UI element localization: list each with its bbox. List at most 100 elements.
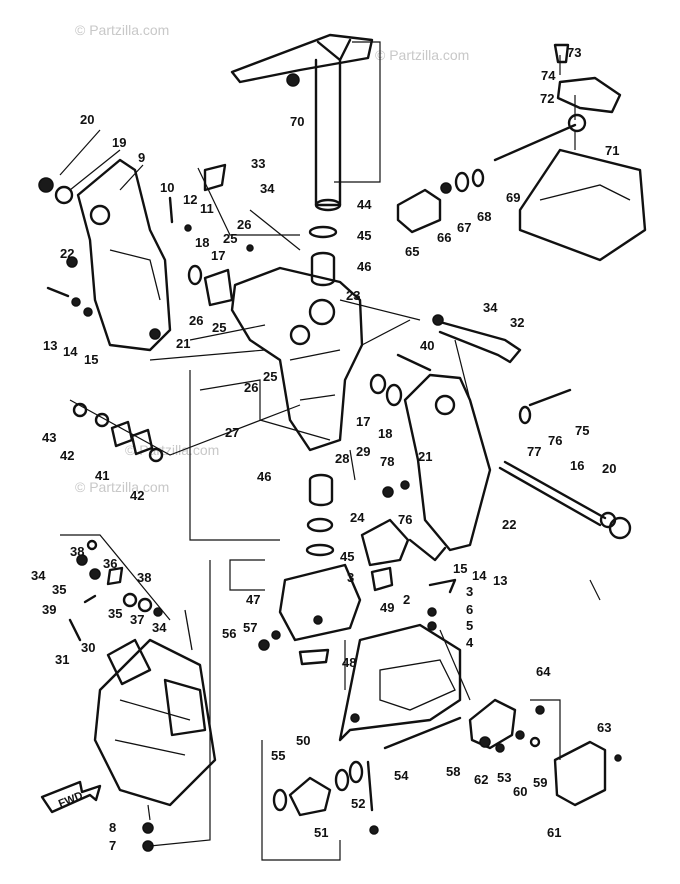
callout-71: 71 bbox=[605, 143, 619, 158]
callout-38b: 38 bbox=[137, 570, 151, 585]
watermark-1: © Partzilla.com bbox=[75, 22, 169, 38]
callout-18: 18 bbox=[195, 235, 209, 250]
callout-66: 66 bbox=[437, 230, 451, 245]
callout-30: 30 bbox=[81, 640, 95, 655]
callout-45: 45 bbox=[357, 228, 371, 243]
callout-11: 11 bbox=[200, 201, 214, 216]
callout-48: 48 bbox=[342, 655, 356, 670]
callout-14: 14 bbox=[63, 344, 78, 359]
swivel-bracket bbox=[230, 266, 364, 452]
callout-22b: 22 bbox=[502, 517, 516, 532]
callout-45b: 45 bbox=[340, 549, 354, 564]
callout-72: 72 bbox=[540, 91, 554, 106]
callout-20: 20 bbox=[80, 112, 94, 127]
trim-small-parts bbox=[68, 539, 163, 642]
callout-46b: 46 bbox=[257, 469, 271, 484]
callout-3b: 3 bbox=[466, 584, 473, 599]
callout-51: 51 bbox=[314, 825, 328, 840]
callout-25: 25 bbox=[223, 231, 237, 246]
callout-22: 22 bbox=[60, 246, 74, 261]
callout-58: 58 bbox=[446, 764, 460, 779]
callout-69: 69 bbox=[506, 190, 520, 205]
lower-rubber-mount bbox=[272, 760, 379, 835]
left-clamp-bracket bbox=[38, 158, 172, 352]
callout-46: 46 bbox=[357, 259, 371, 274]
upper-right-assembly bbox=[396, 43, 647, 262]
trim-motor bbox=[93, 609, 217, 807]
callout-42b: 42 bbox=[130, 488, 144, 503]
callout-43: 43 bbox=[42, 430, 56, 445]
callout-42: 42 bbox=[60, 448, 74, 463]
callout-4: 4 bbox=[466, 635, 474, 650]
callout-47: 47 bbox=[246, 592, 260, 607]
callout-34d: 34 bbox=[152, 620, 167, 635]
callout-67: 67 bbox=[457, 220, 471, 235]
callout-24: 24 bbox=[350, 510, 365, 525]
callout-35: 35 bbox=[52, 582, 66, 597]
callout-68: 68 bbox=[477, 209, 491, 224]
callout-25b: 25 bbox=[212, 320, 226, 335]
callout-17: 17 bbox=[211, 248, 225, 263]
callout-41: 41 bbox=[95, 468, 109, 483]
callout-7: 7 bbox=[109, 838, 116, 853]
lower-bushings bbox=[305, 473, 335, 557]
callout-54: 54 bbox=[394, 768, 409, 783]
callout-49: 49 bbox=[380, 600, 394, 615]
tilt-pin-link bbox=[396, 314, 522, 372]
callout-9: 9 bbox=[138, 150, 145, 165]
callout-76: 76 bbox=[548, 433, 562, 448]
callout-75: 75 bbox=[575, 423, 589, 438]
callout-23: 23 bbox=[346, 288, 360, 303]
callout-13: 13 bbox=[43, 338, 57, 353]
fwd-arrow: FWD bbox=[40, 780, 102, 814]
callouts: 73 74 72 70 71 69 68 67 66 65 44 45 46 2… bbox=[31, 45, 619, 853]
callout-21: 21 bbox=[176, 336, 190, 351]
callout-26: 26 bbox=[237, 217, 251, 232]
callout-60: 60 bbox=[513, 784, 527, 799]
lower-mount bbox=[258, 518, 457, 666]
callout-39: 39 bbox=[42, 602, 56, 617]
callout-63: 63 bbox=[597, 720, 611, 735]
callout-29: 29 bbox=[356, 444, 370, 459]
callout-6: 6 bbox=[466, 602, 473, 617]
callout-31: 31 bbox=[55, 652, 69, 667]
callout-44: 44 bbox=[357, 197, 372, 212]
callout-53: 53 bbox=[497, 770, 511, 785]
callout-37: 37 bbox=[130, 612, 144, 627]
fwd-label: FWD bbox=[57, 790, 85, 811]
callout-33: 33 bbox=[251, 156, 265, 171]
callout-38: 38 bbox=[70, 544, 84, 559]
callout-62: 62 bbox=[474, 772, 488, 787]
callout-2: 2 bbox=[403, 592, 410, 607]
callout-65: 65 bbox=[405, 244, 419, 259]
callout-15b: 15 bbox=[453, 561, 467, 576]
callout-12: 12 bbox=[183, 192, 197, 207]
callout-18b: 18 bbox=[378, 426, 392, 441]
callout-32: 32 bbox=[510, 315, 524, 330]
callout-26c: 26 bbox=[244, 380, 258, 395]
callout-61: 61 bbox=[547, 825, 561, 840]
callout-14b: 14 bbox=[472, 568, 487, 583]
callout-35b: 35 bbox=[108, 606, 122, 621]
leader-lines bbox=[59, 41, 601, 861]
callout-3: 3 bbox=[347, 570, 354, 585]
callout-36: 36 bbox=[103, 556, 117, 571]
callout-40: 40 bbox=[420, 338, 434, 353]
callout-27: 27 bbox=[225, 425, 239, 440]
callout-76b: 76 bbox=[398, 512, 412, 527]
callout-26b: 26 bbox=[189, 313, 203, 328]
callout-70: 70 bbox=[290, 114, 304, 129]
callout-17b: 17 bbox=[356, 414, 370, 429]
callout-57: 57 bbox=[243, 620, 257, 635]
callout-34c: 34 bbox=[31, 568, 46, 583]
steering-arm-shaft bbox=[230, 33, 374, 212]
bottom-bolts bbox=[142, 804, 154, 852]
callout-64: 64 bbox=[536, 664, 551, 679]
callout-52: 52 bbox=[351, 796, 365, 811]
watermark-4: © Partzilla.com bbox=[75, 479, 169, 495]
callout-5: 5 bbox=[466, 618, 473, 633]
callout-34: 34 bbox=[260, 181, 275, 196]
callout-25c: 25 bbox=[263, 369, 277, 384]
callout-77: 77 bbox=[527, 444, 541, 459]
